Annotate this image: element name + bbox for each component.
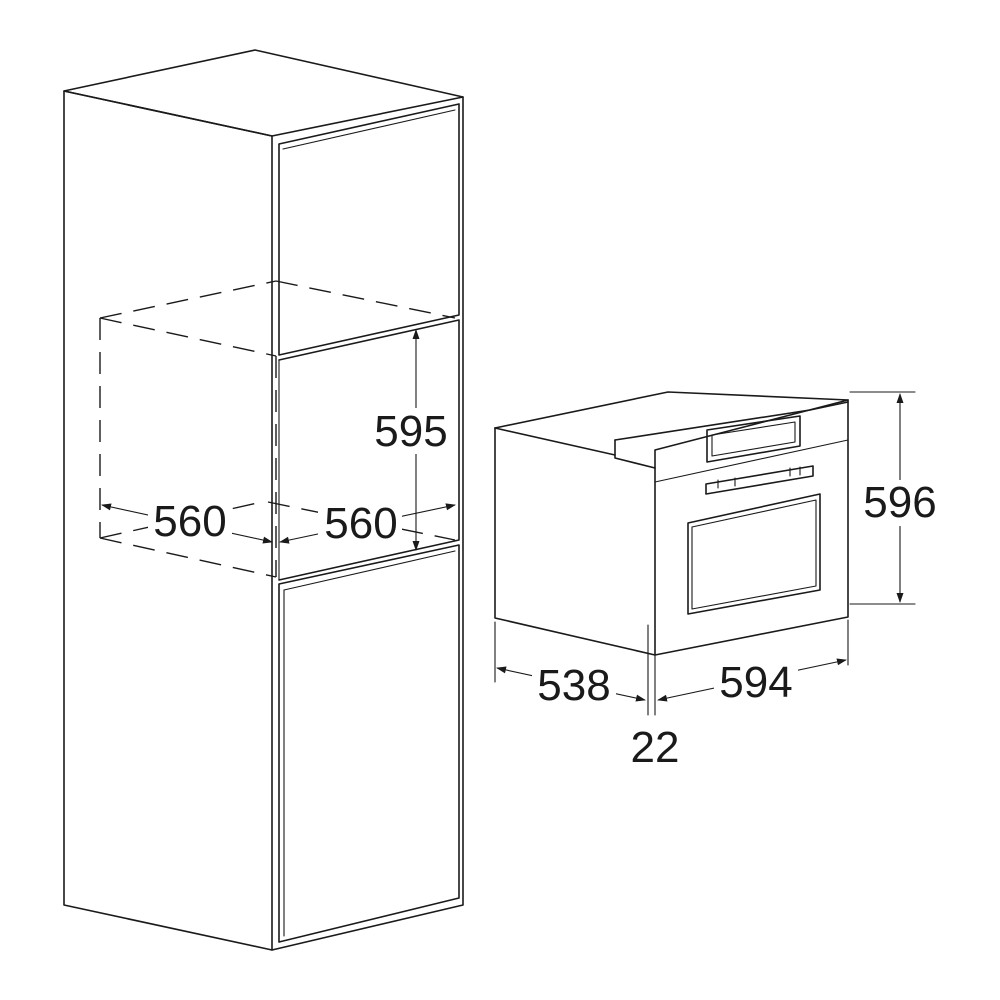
dimension-oven-height: 596 bbox=[858, 393, 942, 603]
oven-front-frame bbox=[654, 399, 849, 656]
oven-handle bbox=[705, 465, 814, 495]
label-22: 22 bbox=[631, 723, 680, 772]
dimension-niche-width: 560 bbox=[279, 499, 456, 548]
cabinet-lower-door bbox=[278, 544, 460, 943]
label-596: 596 bbox=[863, 478, 936, 527]
dimension-niche-depth: 560 bbox=[101, 497, 273, 546]
label-538: 538 bbox=[537, 661, 610, 710]
tall-cabinet: 595 560 560 bbox=[63, 49, 464, 951]
dimension-oven-depth: 538 bbox=[496, 661, 646, 710]
dimension-oven-width: 594 bbox=[657, 658, 847, 707]
oven-display bbox=[706, 415, 801, 463]
label-595: 595 bbox=[374, 407, 447, 456]
dimension-niche-height: 595 bbox=[372, 329, 452, 551]
label-560-right: 560 bbox=[324, 499, 397, 548]
oven-top-face bbox=[494, 391, 849, 429]
cabinet-niche bbox=[278, 319, 460, 581]
cabinet-upper-door bbox=[278, 103, 460, 356]
label-560-left: 560 bbox=[153, 497, 226, 546]
oven-side-face bbox=[494, 427, 656, 656]
label-594: 594 bbox=[719, 658, 792, 707]
built-in-oven: 596 538 594 22 bbox=[494, 391, 942, 772]
oven-door-window bbox=[687, 493, 821, 615]
cabinet-top-face bbox=[63, 49, 464, 137]
